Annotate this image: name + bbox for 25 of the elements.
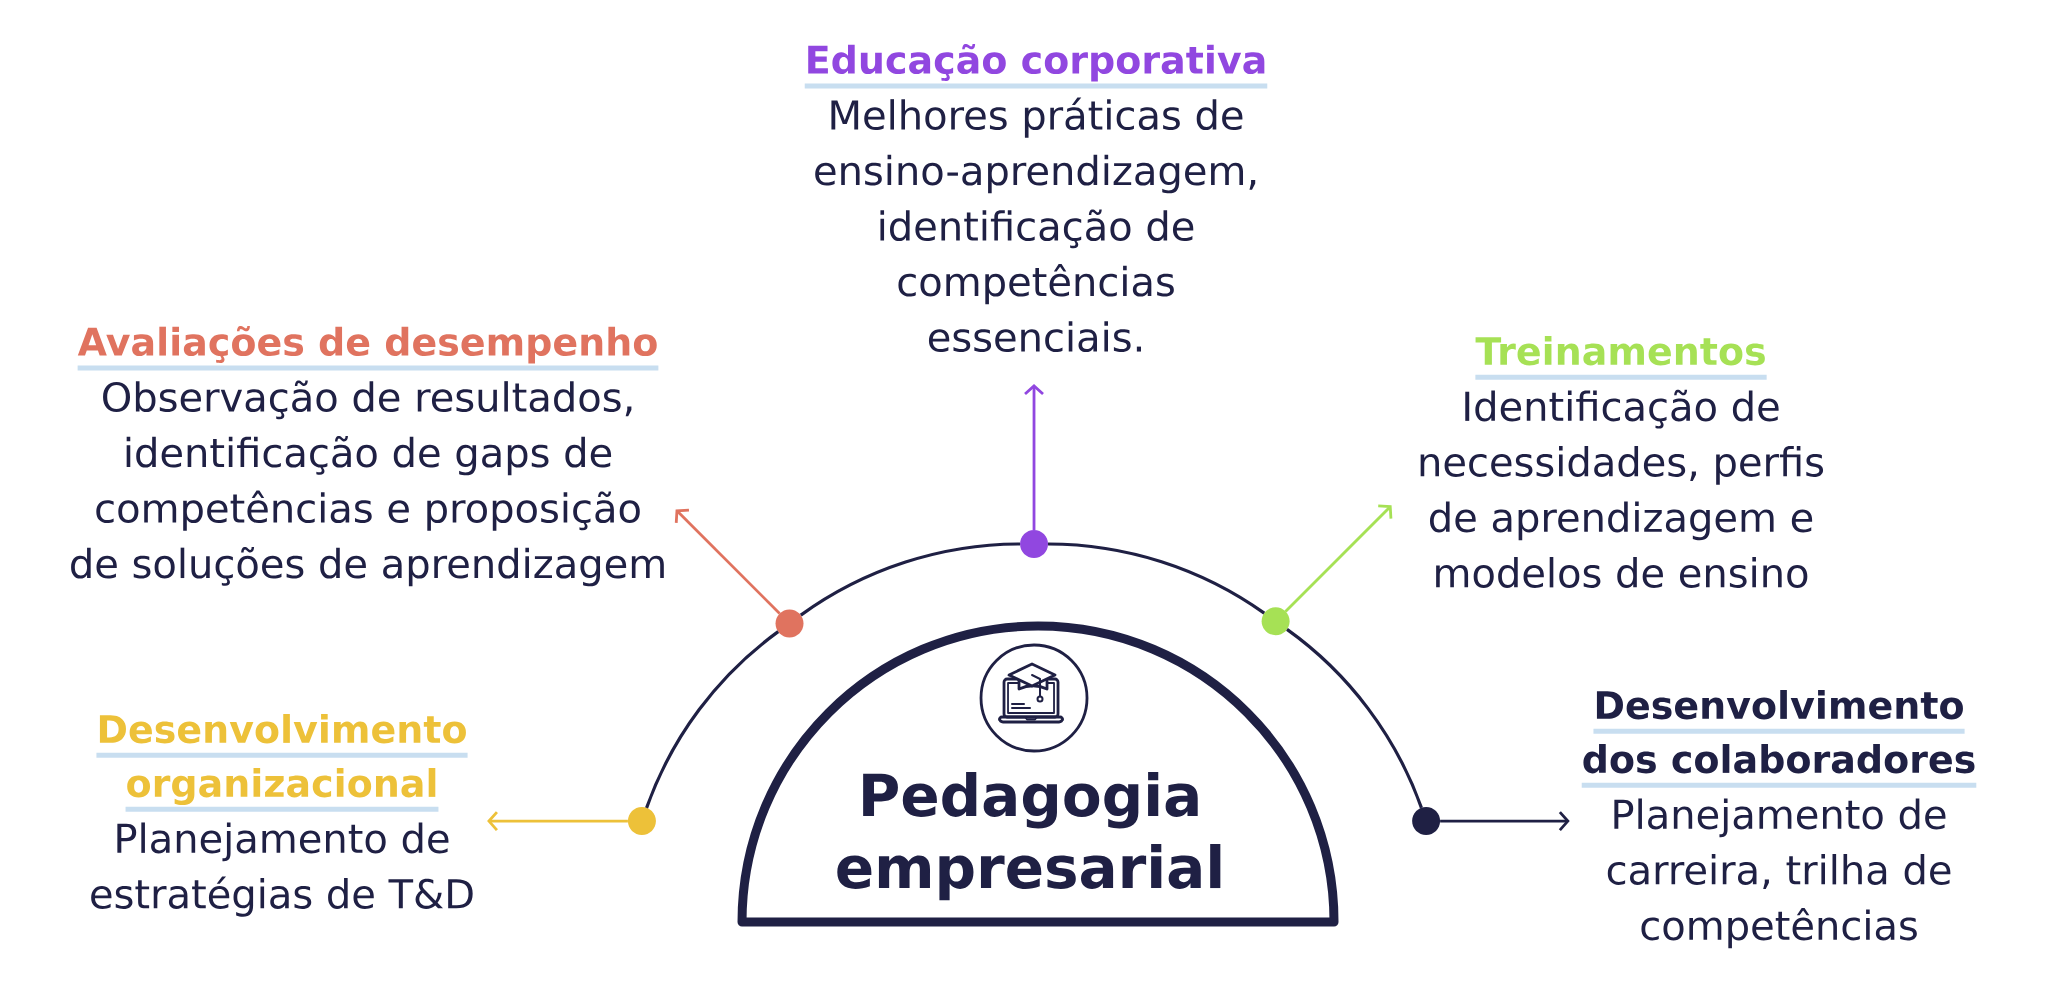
arrow <box>1024 384 1044 530</box>
body-text: Melhores práticas de ensino-aprendizagem, identificação de competências essenciais. <box>815 97 1256 353</box>
arrow <box>1440 811 1570 832</box>
arc-line <box>1047 542 1266 615</box>
dot <box>1412 807 1441 836</box>
heading: Avaliações de desempenho <box>77 326 659 371</box>
body-text: Observação de resultados, identificação de gaps de competências e proposição de soluções de aprendizagem <box>71 380 664 587</box>
heading: Treinamentos <box>1475 336 1767 380</box>
arc-line <box>799 542 1021 617</box>
dot <box>1020 530 1048 558</box>
arrow <box>487 811 628 832</box>
dome: Pedagogia empresarial <box>737 621 1339 927</box>
arc-line <box>1286 628 1423 809</box>
arrow <box>674 508 781 615</box>
heading: Educação corporativa <box>804 44 1268 89</box>
heading: Desenvolvimento dos colaboradores <box>1581 690 1977 788</box>
dot <box>627 807 656 836</box>
arc-line <box>645 630 780 809</box>
body-text: Identificação de necessidades, perfis de aprendizagem e modelos de ensino <box>1420 389 1824 588</box>
dot <box>1261 607 1290 636</box>
arrow <box>1284 504 1393 613</box>
body-text: Planejamento de carreira, trilha de competências <box>1607 798 1951 949</box>
heading: Desenvolvimento organizacional <box>96 714 468 812</box>
body-text: Planejamento de estratégias de T&D <box>91 822 473 917</box>
dot <box>775 609 804 638</box>
